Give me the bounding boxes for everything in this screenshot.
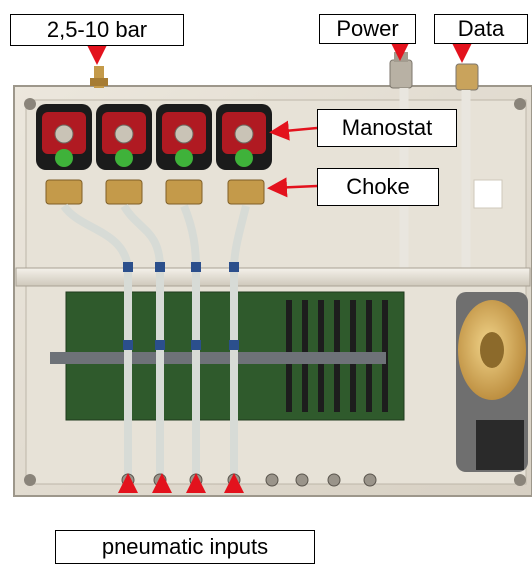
- power-connector: [389, 52, 413, 89]
- arrow-manostat: [269, 120, 318, 141]
- pneumatic-inputs-label: pneumatic inputs: [55, 530, 315, 564]
- choke-valves: [45, 179, 265, 205]
- terminal-block: [476, 420, 524, 470]
- cross-bar: [50, 352, 386, 364]
- choke-label: Choke: [317, 168, 439, 206]
- data-connector: [455, 63, 479, 91]
- manostat-4: [216, 104, 272, 170]
- manostat-2: [96, 104, 152, 170]
- tube-couplings: [123, 262, 239, 350]
- arrow-choke: [267, 177, 318, 198]
- pressure-fitting: [90, 66, 108, 88]
- corner-screws: [24, 98, 526, 486]
- manostat-label: Manostat: [317, 109, 457, 147]
- power-label: Power: [319, 14, 416, 44]
- placard: [473, 179, 503, 209]
- manostat-1: [36, 104, 92, 170]
- mounting-rail: [15, 267, 531, 287]
- annotation-arrows: [87, 41, 472, 493]
- pressure-label: 2,5-10 bar: [10, 14, 184, 46]
- manostat-3: [156, 104, 212, 170]
- data-label: Data: [434, 14, 528, 44]
